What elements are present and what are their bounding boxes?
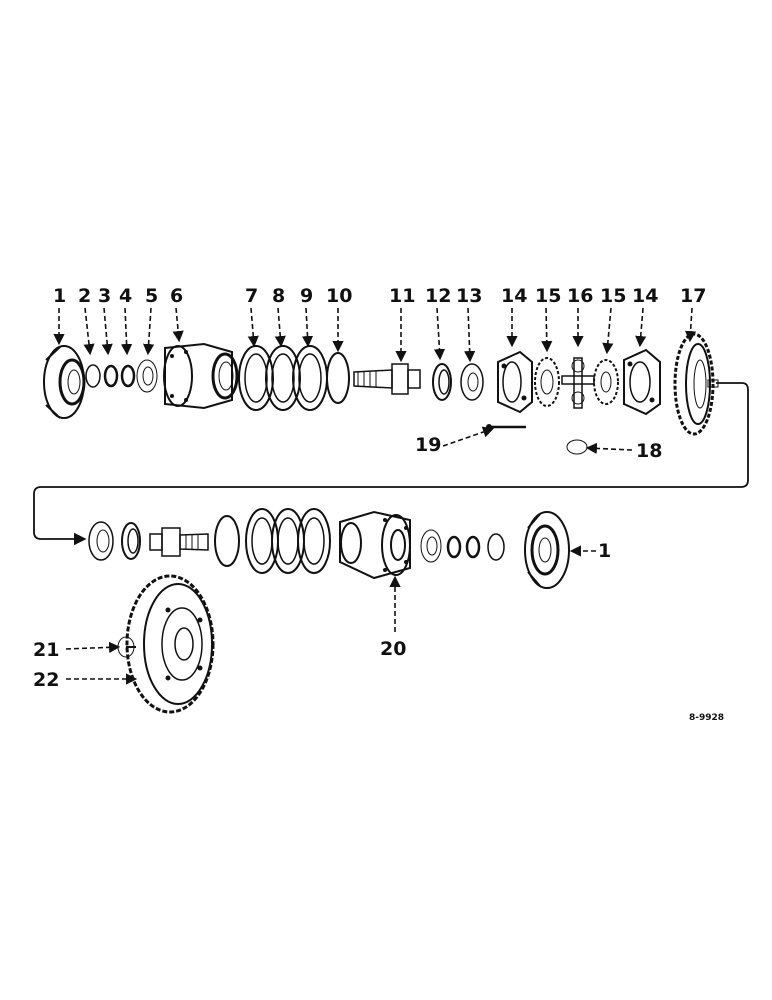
pinion-shaft-part	[149, 527, 209, 557]
bull-gear-part	[125, 574, 215, 714]
cover-flange-part	[43, 345, 86, 419]
callout-label: 14	[501, 285, 527, 307]
o-ring-part	[326, 352, 350, 404]
washer-part	[103, 364, 119, 388]
shim-part	[271, 508, 305, 574]
ring-gear-part	[673, 332, 719, 436]
seal-part	[420, 529, 442, 563]
pin-part	[486, 424, 526, 430]
callout-label: 20	[380, 638, 406, 660]
side-gear-part	[534, 357, 560, 407]
callout-label: 11	[389, 285, 415, 307]
o-ring-part	[214, 515, 240, 567]
callout-label: 9	[300, 285, 313, 307]
top-row-parts	[43, 332, 719, 455]
bearing-cup-part	[121, 522, 141, 560]
seal-part	[136, 359, 158, 393]
callout-label: 12	[425, 285, 451, 307]
shim-part	[245, 508, 279, 574]
callout-label: 15	[600, 285, 626, 307]
shim-part	[292, 345, 328, 411]
washer-part	[446, 535, 462, 559]
callout-label: 5	[145, 285, 158, 307]
pinion-shaft-part	[353, 363, 421, 395]
shim-part	[238, 345, 274, 411]
differential-case-part	[497, 350, 533, 414]
callout-label: 3	[98, 285, 111, 307]
carrier-housing-part	[163, 342, 239, 410]
o-ring-part	[85, 364, 101, 388]
cover-flange-part	[524, 511, 570, 589]
o-ring-part	[487, 533, 505, 561]
callout-label: 7	[245, 285, 258, 307]
callout-label: 4	[119, 285, 132, 307]
callout-label: 10	[326, 285, 352, 307]
differential-case-part	[623, 348, 661, 416]
callout-label: 19	[415, 434, 441, 456]
callout-label: 8	[272, 285, 285, 307]
callout-label: 17	[680, 285, 706, 307]
side-gear-part	[593, 359, 619, 405]
thrust-washer-part	[566, 439, 588, 455]
bearing-cone-part	[88, 521, 114, 561]
callout-label: 16	[567, 285, 593, 307]
callout-label: 21	[33, 639, 59, 661]
callout-label: 15	[535, 285, 561, 307]
callout-label: 13	[456, 285, 482, 307]
leader-lines	[33, 307, 749, 685]
callout-label: 1	[598, 540, 611, 562]
bearing-cup-part	[432, 363, 452, 401]
callout-label: 6	[170, 285, 183, 307]
snap-ring-part	[465, 535, 481, 559]
snap-ring-part	[120, 364, 136, 388]
carrier-housing-part	[339, 510, 411, 580]
spider-part	[561, 357, 595, 409]
callout-label: 1	[53, 285, 66, 307]
shim-part	[265, 345, 301, 411]
callout-label: 14	[632, 285, 658, 307]
callout-label: 2	[78, 285, 91, 307]
bolt-part	[117, 636, 136, 658]
drawing-code: 8-9928	[689, 713, 724, 723]
bottom-row-parts	[88, 508, 570, 714]
callout-labels: 1 2 3 4 5 6 7 8 9 10 11 12 13 14 15 16 1…	[33, 285, 706, 691]
bearing-cone-part	[460, 363, 484, 401]
callout-label: 18	[636, 440, 662, 462]
callout-label: 22	[33, 669, 59, 691]
shim-part	[297, 508, 331, 574]
